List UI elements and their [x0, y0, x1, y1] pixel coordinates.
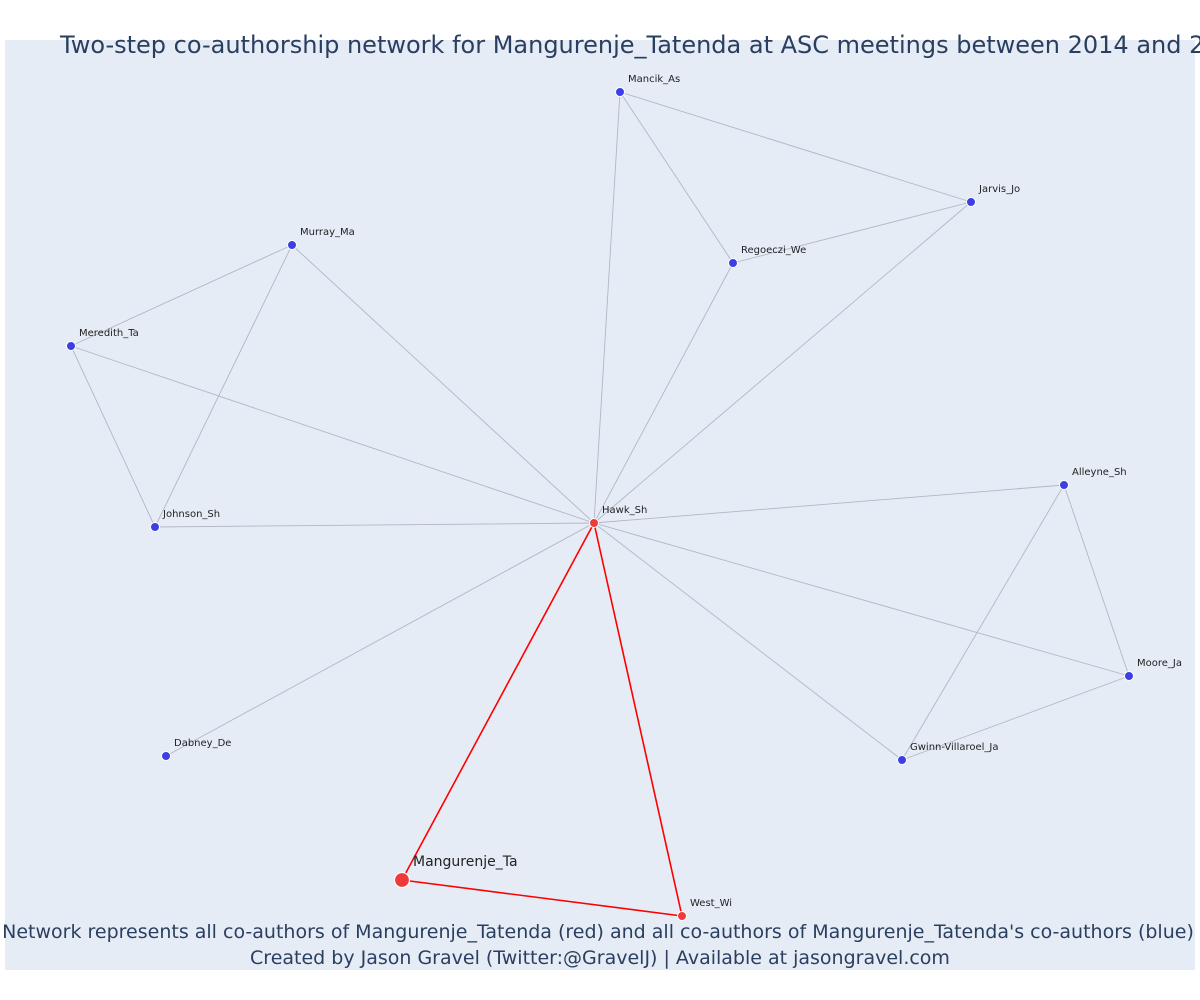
edge-hawk-sh-gwinn-villaroel-ja — [593, 522, 903, 761]
node-mancik-as[interactable] — [615, 87, 625, 97]
footer-credit: Created by Jason Gravel (Twitter:@Gravel… — [250, 947, 950, 969]
edge-hawk-sh-west-wi — [593, 522, 683, 917]
node-alleyne-sh[interactable] — [1059, 480, 1069, 490]
node-label-dabney-de: Dabney_De — [174, 738, 231, 749]
node-jarvis-jo[interactable] — [966, 197, 976, 207]
node-label-gwinn-villaroel-ja: Gwinn-Villaroel_Ja — [910, 742, 999, 753]
edge-hawk-sh-regoeczi-we — [593, 262, 734, 524]
edge-murray-ma-meredith-ta — [70, 244, 293, 347]
node-murray-ma[interactable] — [287, 240, 297, 250]
node-label-regoeczi-we: Regoeczi_We — [741, 245, 806, 256]
edge-hawk-sh-murray-ma — [291, 244, 595, 524]
edge-hawk-sh-johnson-sh — [154, 522, 595, 528]
edge-hawk-sh-dabney-de — [165, 522, 595, 757]
node-gwinn-villaroel-ja[interactable] — [897, 755, 907, 765]
edge-mancik-as-regoeczi-we — [619, 91, 734, 264]
node-label-west-wi: West_Wi — [690, 898, 732, 909]
node-label-meredith-ta: Meredith_Ta — [79, 328, 139, 339]
edge-regoeczi-we-jarvis-jo — [732, 201, 972, 264]
node-label-johnson-sh: Johnson_Sh — [162, 509, 220, 520]
edge-murray-ma-johnson-sh — [154, 244, 293, 528]
node-johnson-sh[interactable] — [150, 522, 160, 532]
edge-mancik-as-jarvis-jo — [619, 91, 972, 203]
node-label-moore-ja: Moore_Ja — [1137, 658, 1182, 669]
node-west-wi[interactable] — [677, 911, 687, 921]
edge-alleyne-sh-moore-ja — [1063, 484, 1130, 677]
node-meredith-ta[interactable] — [66, 341, 76, 351]
node-label-murray-ma: Murray_Ma — [300, 227, 355, 238]
edge-hawk-sh-moore-ja — [593, 522, 1130, 677]
edge-alleyne-sh-gwinn-villaroel-ja — [901, 484, 1065, 761]
edge-hawk-sh-mancik-as — [593, 91, 621, 524]
node-label-alleyne-sh: Alleyne_Sh — [1072, 467, 1127, 478]
edge-mangurenje-ta-west-wi — [401, 879, 683, 917]
node-label-mancik-as: Mancik_As — [628, 74, 680, 85]
node-label-hawk-sh: Hawk_Sh — [602, 505, 647, 516]
node-dabney-de[interactable] — [161, 751, 171, 761]
chart-title: Two-step co-authorship network for Mangu… — [59, 31, 1200, 59]
edge-hawk-sh-jarvis-jo — [593, 201, 972, 524]
plot-background — [5, 40, 1195, 970]
edge-hawk-sh-alleyne-sh — [593, 484, 1065, 524]
node-hawk-sh[interactable] — [589, 518, 599, 528]
footer-caption: Network represents all co-authors of Man… — [2, 921, 1194, 943]
node-mangurenje-ta[interactable] — [393, 871, 411, 889]
nodes-layer — [66, 87, 1134, 921]
node-label-mangurenje-ta: Mangurenje_Ta — [413, 854, 518, 870]
node-regoeczi-we[interactable] — [728, 258, 738, 268]
edge-meredith-ta-johnson-sh — [70, 345, 156, 528]
edge-moore-ja-gwinn-villaroel-ja — [901, 675, 1130, 761]
edge-mangurenje-ta-hawk-sh — [401, 522, 595, 881]
node-moore-ja[interactable] — [1124, 671, 1134, 681]
node-label-jarvis-jo: Jarvis_Jo — [978, 184, 1020, 195]
edges-layer — [70, 91, 1130, 917]
edge-hawk-sh-meredith-ta — [70, 345, 595, 524]
